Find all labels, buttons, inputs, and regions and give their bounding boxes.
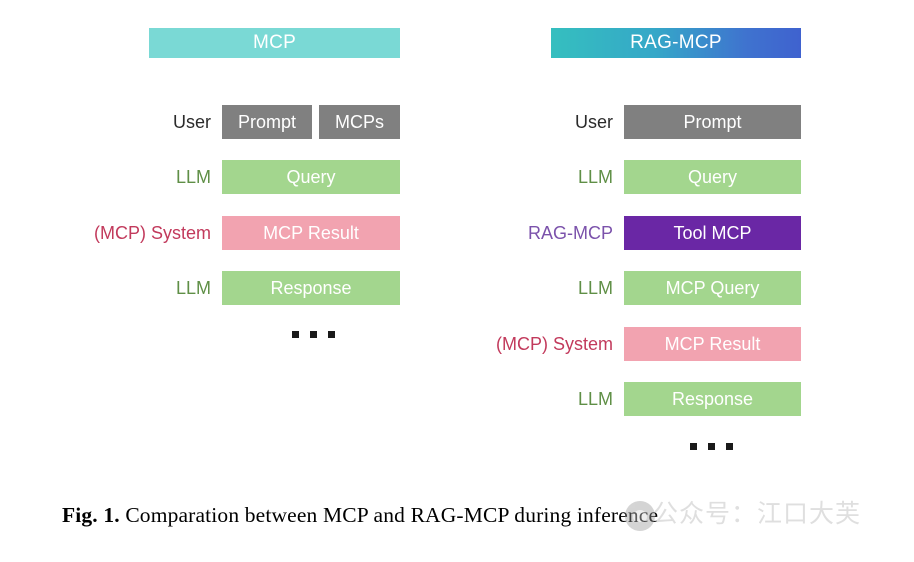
bar-group: Response xyxy=(222,271,400,305)
bar-mcp-result: MCP Result xyxy=(222,216,400,250)
row-label-llm: LLM xyxy=(175,278,211,298)
ellipsis-rag-mcp xyxy=(690,443,733,450)
bar-group: Tool MCP xyxy=(624,216,801,250)
row-label-llm: LLM xyxy=(577,389,613,409)
row-label-llm: LLM xyxy=(577,167,613,187)
row-label-rag-mcp: RAG-MCP xyxy=(528,223,613,243)
bar-prompt: Prompt xyxy=(624,105,801,139)
ellipsis-dot xyxy=(328,331,335,338)
flow-row: User Prompt xyxy=(402,105,801,139)
bar-group: Prompt xyxy=(624,105,801,139)
ellipsis-dot xyxy=(690,443,697,450)
ellipsis-dot xyxy=(708,443,715,450)
flow-row: (MCP) System MCP Result xyxy=(402,327,801,361)
flow-row: LLM MCP Query xyxy=(402,271,801,305)
bar-tool-mcp: Tool MCP xyxy=(624,216,801,250)
bar-mcps: MCPs xyxy=(319,105,400,139)
bar-prompt: Prompt xyxy=(222,105,312,139)
figure-caption: Fig. 1. Comparation between MCP and RAG-… xyxy=(62,503,862,528)
flow-row: LLM Query xyxy=(0,160,400,194)
bar-group: Query xyxy=(222,160,400,194)
row-label-llm: LLM xyxy=(175,167,211,187)
bar-response: Response xyxy=(222,271,400,305)
bar-group: MCP Result xyxy=(624,327,801,361)
flow-row: RAG-MCP Tool MCP xyxy=(402,216,801,250)
ellipsis-mcp xyxy=(292,331,335,338)
caption-prefix: Fig. 1. xyxy=(62,503,120,527)
row-label-mcp-system: (MCP) System xyxy=(94,223,211,243)
flow-row: LLM Query xyxy=(402,160,801,194)
caption-text: Comparation between MCP and RAG-MCP duri… xyxy=(119,503,659,527)
bar-query: Query xyxy=(222,160,400,194)
ellipsis-dot xyxy=(292,331,299,338)
flow-row: (MCP) System MCP Result xyxy=(0,216,400,250)
row-label-user: User xyxy=(574,112,613,132)
bar-query: Query xyxy=(624,160,801,194)
ellipsis-dot xyxy=(310,331,317,338)
bar-mcp-query: MCP Query xyxy=(624,271,801,305)
flow-row: LLM Response xyxy=(0,271,400,305)
bar-group: Response xyxy=(624,382,801,416)
bar-group: Prompt MCPs xyxy=(222,105,400,139)
bar-mcp-result: MCP Result xyxy=(624,327,801,361)
bar-response: Response xyxy=(624,382,801,416)
column-header-mcp: MCP xyxy=(149,28,400,58)
column-header-rag-mcp: RAG-MCP xyxy=(551,28,801,58)
ellipsis-dot xyxy=(726,443,733,450)
flow-row: LLM Response xyxy=(402,382,801,416)
row-label-user: User xyxy=(172,112,211,132)
bar-group: MCP Query xyxy=(624,271,801,305)
bar-group: MCP Result xyxy=(222,216,400,250)
flow-row: User Prompt MCPs xyxy=(0,105,400,139)
row-label-llm: LLM xyxy=(577,278,613,298)
bar-gap xyxy=(312,105,319,139)
row-label-mcp-system: (MCP) System xyxy=(496,334,613,354)
bar-group: Query xyxy=(624,160,801,194)
